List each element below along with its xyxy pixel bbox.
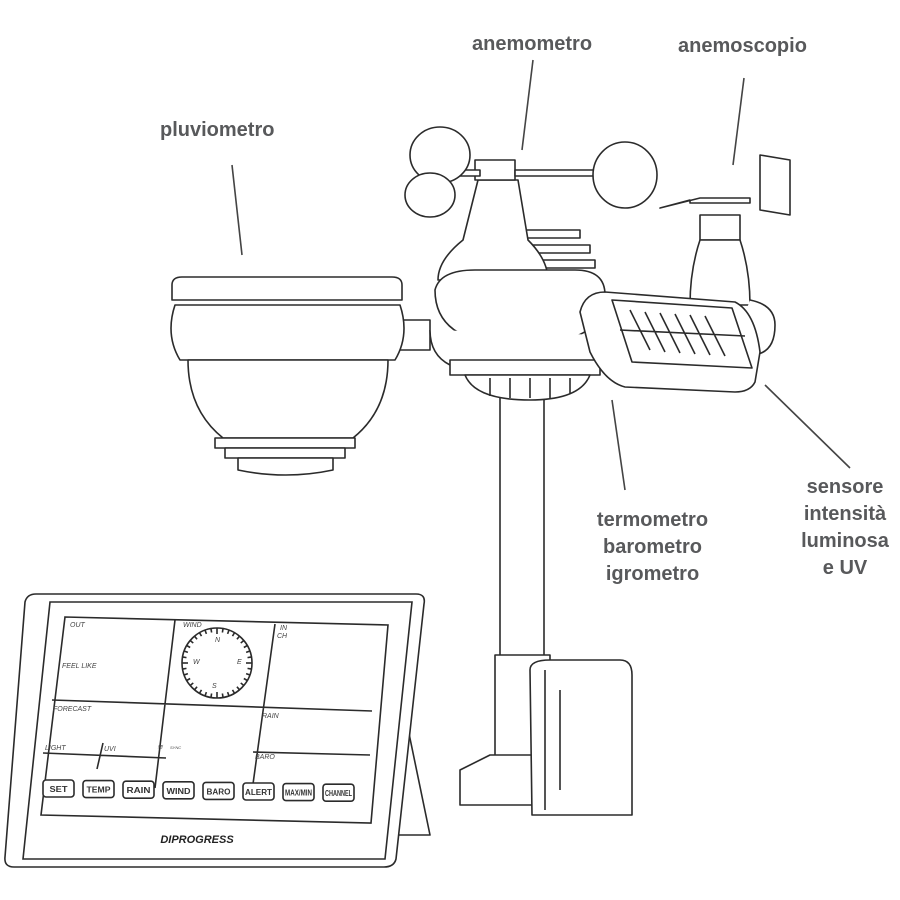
- compass-tick: [210, 693, 213, 698]
- compass-s: S: [212, 683, 217, 690]
- compass-tick: [226, 691, 230, 697]
- field-in: IN: [280, 625, 288, 632]
- compass-tick: [247, 667, 252, 670]
- console-button-label: TEMP: [87, 786, 112, 795]
- field-rain: RAIN: [262, 713, 280, 720]
- label-anemometro: anemometro: [472, 33, 593, 55]
- compass-tick: [240, 639, 245, 644]
- compass-tick: [189, 639, 194, 644]
- label-intensita: intensità: [803, 503, 887, 525]
- console-button-label: SET: [50, 785, 68, 794]
- console-button-alert[interactable]: ALERT: [242, 782, 275, 801]
- compass-tick: [245, 672, 251, 676]
- compass-tick: [221, 628, 224, 633]
- compass-tick: [182, 667, 187, 670]
- field-baro: BARO: [255, 754, 275, 761]
- pole: [459, 389, 633, 816]
- rain-gauge: [170, 276, 431, 476]
- compass-tick: [198, 689, 203, 694]
- compass-tick: [193, 635, 198, 640]
- compass-tick: [193, 686, 198, 691]
- field-ch: CH: [277, 633, 288, 640]
- label-light-uv-sensor: sensore intensità luminosa e UV: [792, 474, 898, 582]
- compass-e: E: [237, 659, 242, 666]
- compass-tick: [204, 691, 208, 697]
- field-uvi: UVI: [104, 746, 116, 753]
- console-button-temp[interactable]: TEMP: [82, 779, 115, 799]
- console-button-label: CHANNEL: [325, 789, 352, 798]
- console-button-channel[interactable]: CHANNEL: [322, 783, 355, 803]
- thermo-hygro-baro-unit: [429, 179, 606, 401]
- wifi-icon: ≋: [157, 744, 164, 751]
- field-feel-like: FEEL LIKE: [62, 663, 97, 670]
- compass-tick: [186, 677, 191, 682]
- field-sync: SYNC: [170, 745, 181, 750]
- compass-tick: [247, 656, 252, 659]
- compass-tick: [243, 677, 248, 682]
- brand-logo: DIPROGRESS: [160, 834, 234, 846]
- label-sensore: sensore: [806, 476, 884, 498]
- console-button-max-min[interactable]: MAX/MIN: [282, 782, 315, 802]
- compass-tick: [198, 632, 203, 637]
- label-anemoscopio: anemoscopio: [678, 35, 807, 57]
- compass-tick: [204, 629, 208, 635]
- compass-tick: [240, 682, 245, 687]
- label-luminosa: luminosa: [801, 530, 889, 552]
- field-out: OUT: [70, 622, 86, 629]
- compass-tick: [210, 628, 213, 633]
- compass-tick: [245, 650, 251, 654]
- compass-tick: [236, 686, 241, 691]
- compass-tick: [243, 644, 248, 649]
- compass-tick: [183, 672, 189, 676]
- compass-tick: [231, 632, 236, 637]
- compass-tick: [182, 656, 187, 659]
- compass-tick: [189, 682, 194, 687]
- console-button-baro[interactable]: BARO: [202, 781, 235, 801]
- console-button-label: ALERT: [245, 788, 272, 797]
- console-button-label: BARO: [207, 787, 231, 796]
- label-e-uv: e UV: [822, 557, 868, 579]
- console-button-wind[interactable]: WIND: [162, 780, 195, 800]
- console-button-label: WIND: [167, 787, 191, 796]
- compass-tick: [183, 650, 189, 654]
- label-termometro: termometro: [596, 509, 709, 531]
- anemometer: [404, 126, 658, 218]
- leader-lines: [231, 59, 851, 491]
- label-igrometro: igrometro: [605, 563, 700, 585]
- console-button-rain[interactable]: RAIN: [122, 780, 155, 800]
- display-console: OUT FEEL LIKE WIND IN CH FORECAST RAIN L…: [4, 593, 431, 868]
- compass-n: N: [215, 637, 221, 644]
- console-button-label: MAX/MIN: [285, 789, 312, 798]
- label-thermo-baro-hygro: termometro barometro igrometro: [585, 507, 720, 588]
- console-button-label: RAIN: [127, 786, 151, 795]
- label-barometro: barometro: [603, 536, 702, 558]
- compass-tick: [226, 629, 230, 635]
- field-wind: WIND: [183, 622, 202, 629]
- compass-tick: [186, 644, 191, 649]
- compass-tick: [236, 635, 241, 640]
- compass-tick: [231, 689, 236, 694]
- field-forecast: FORECAST: [53, 706, 92, 713]
- label-pluviometro: pluviometro: [160, 119, 275, 141]
- compass-tick: [221, 693, 224, 698]
- solar-panel: [579, 291, 761, 393]
- field-light: LIGHT: [45, 745, 66, 752]
- console-button-set[interactable]: SET: [42, 779, 75, 798]
- compass-w: W: [193, 659, 201, 666]
